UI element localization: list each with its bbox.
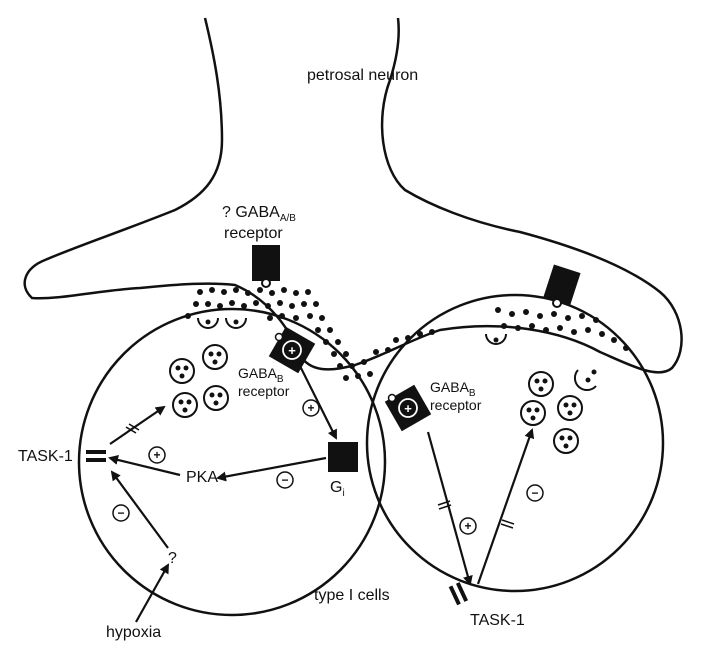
sign-plus-receptor-gi: + — [302, 399, 320, 417]
arrow-hypoxia-to-question — [135, 563, 169, 623]
gaba-ab-receptor-right-site — [552, 298, 562, 308]
arrow-right-break-b — [438, 504, 452, 510]
gaba-b-receptor-right — [384, 384, 432, 432]
label-question: ? — [168, 550, 177, 567]
svg-text:−: − — [281, 473, 288, 487]
svg-text:+: + — [464, 519, 471, 533]
sign-minus-gi-pka: − — [276, 471, 294, 489]
sign-plus-pka-task1: + — [148, 446, 166, 464]
svg-text:+: + — [153, 448, 160, 462]
label-type-i-cells: type I cells — [314, 587, 390, 604]
gaba-b-receptor-right-plus: + — [404, 401, 412, 416]
label-gaba-b-left: GABAB — [238, 365, 284, 385]
gaba-b-receptor-right-site — [387, 393, 397, 403]
left-cell-granules — [169, 344, 229, 418]
arrow-right-break-a — [437, 500, 451, 506]
arrow-question-to-task1 — [110, 470, 169, 549]
pit-dots — [205, 319, 597, 383]
arrow-task1-to-granules-break — [125, 426, 137, 434]
gaba-b-receptor-left-site — [274, 332, 284, 342]
arrow-task1-to-granules — [109, 405, 166, 445]
arrow-task1-to-granules-right — [476, 428, 535, 585]
arrow-task1-to-granules-break2 — [128, 423, 140, 431]
petrosal-neuron-outline — [23, 17, 683, 374]
label-gaba-ab-receptor: ? GABAA/B — [222, 204, 296, 224]
label-gi: Gi — [330, 479, 345, 499]
label-gaba-b-left-line2: receptor — [238, 383, 290, 399]
sign-plus-right-down: + — [459, 517, 477, 535]
gaba-ab-receptor-left — [252, 245, 280, 281]
arrow-right-break-c — [501, 519, 515, 525]
right-type-i-cell — [365, 293, 665, 593]
gaba-ab-receptor-right — [543, 264, 581, 306]
label-gaba-b-right: GABAB — [430, 379, 476, 399]
gaba-ab-receptor-left-site — [261, 278, 271, 288]
exocytosis-pits — [197, 317, 597, 392]
left-type-i-cell — [77, 307, 387, 617]
label-petrosal-neuron: petrosal neuron — [307, 67, 418, 84]
arrow-right-break-d — [500, 523, 514, 529]
label-task1-right: TASK-1 — [470, 612, 525, 629]
arrow-receptor-to-gi — [299, 365, 337, 440]
gi-protein — [328, 442, 358, 472]
arrow-receptor-to-task1-right — [426, 431, 473, 586]
cleft-vesicles-right — [495, 307, 629, 351]
svg-text:−: − — [117, 506, 124, 520]
sign-minus-right-up: − — [526, 484, 544, 502]
label-hypoxia: hypoxia — [106, 624, 161, 641]
gaba-b-receptor-left-plus-ring — [282, 340, 302, 360]
label-task1-left: TASK-1 — [18, 448, 73, 465]
label-pka: PKA — [186, 469, 218, 486]
label-gaba-b-right-line2: receptor — [430, 397, 482, 413]
svg-text:−: − — [531, 486, 538, 500]
gaba-b-receptor-left-plus: + — [288, 343, 296, 358]
task1-channel-right — [448, 582, 469, 606]
label-gaba-ab-receptor-line2: receptor — [224, 225, 283, 242]
arrow-gi-to-pka — [216, 456, 327, 482]
task1-channel-left — [86, 450, 106, 462]
svg-text:+: + — [307, 401, 314, 415]
sign-minus-question-task1: − — [112, 504, 130, 522]
arrow-pka-to-task1 — [108, 455, 181, 477]
right-cell-granules — [520, 371, 583, 454]
gaba-b-receptor-right-plus-ring — [398, 398, 418, 418]
cleft-vesicles-left — [185, 287, 435, 381]
